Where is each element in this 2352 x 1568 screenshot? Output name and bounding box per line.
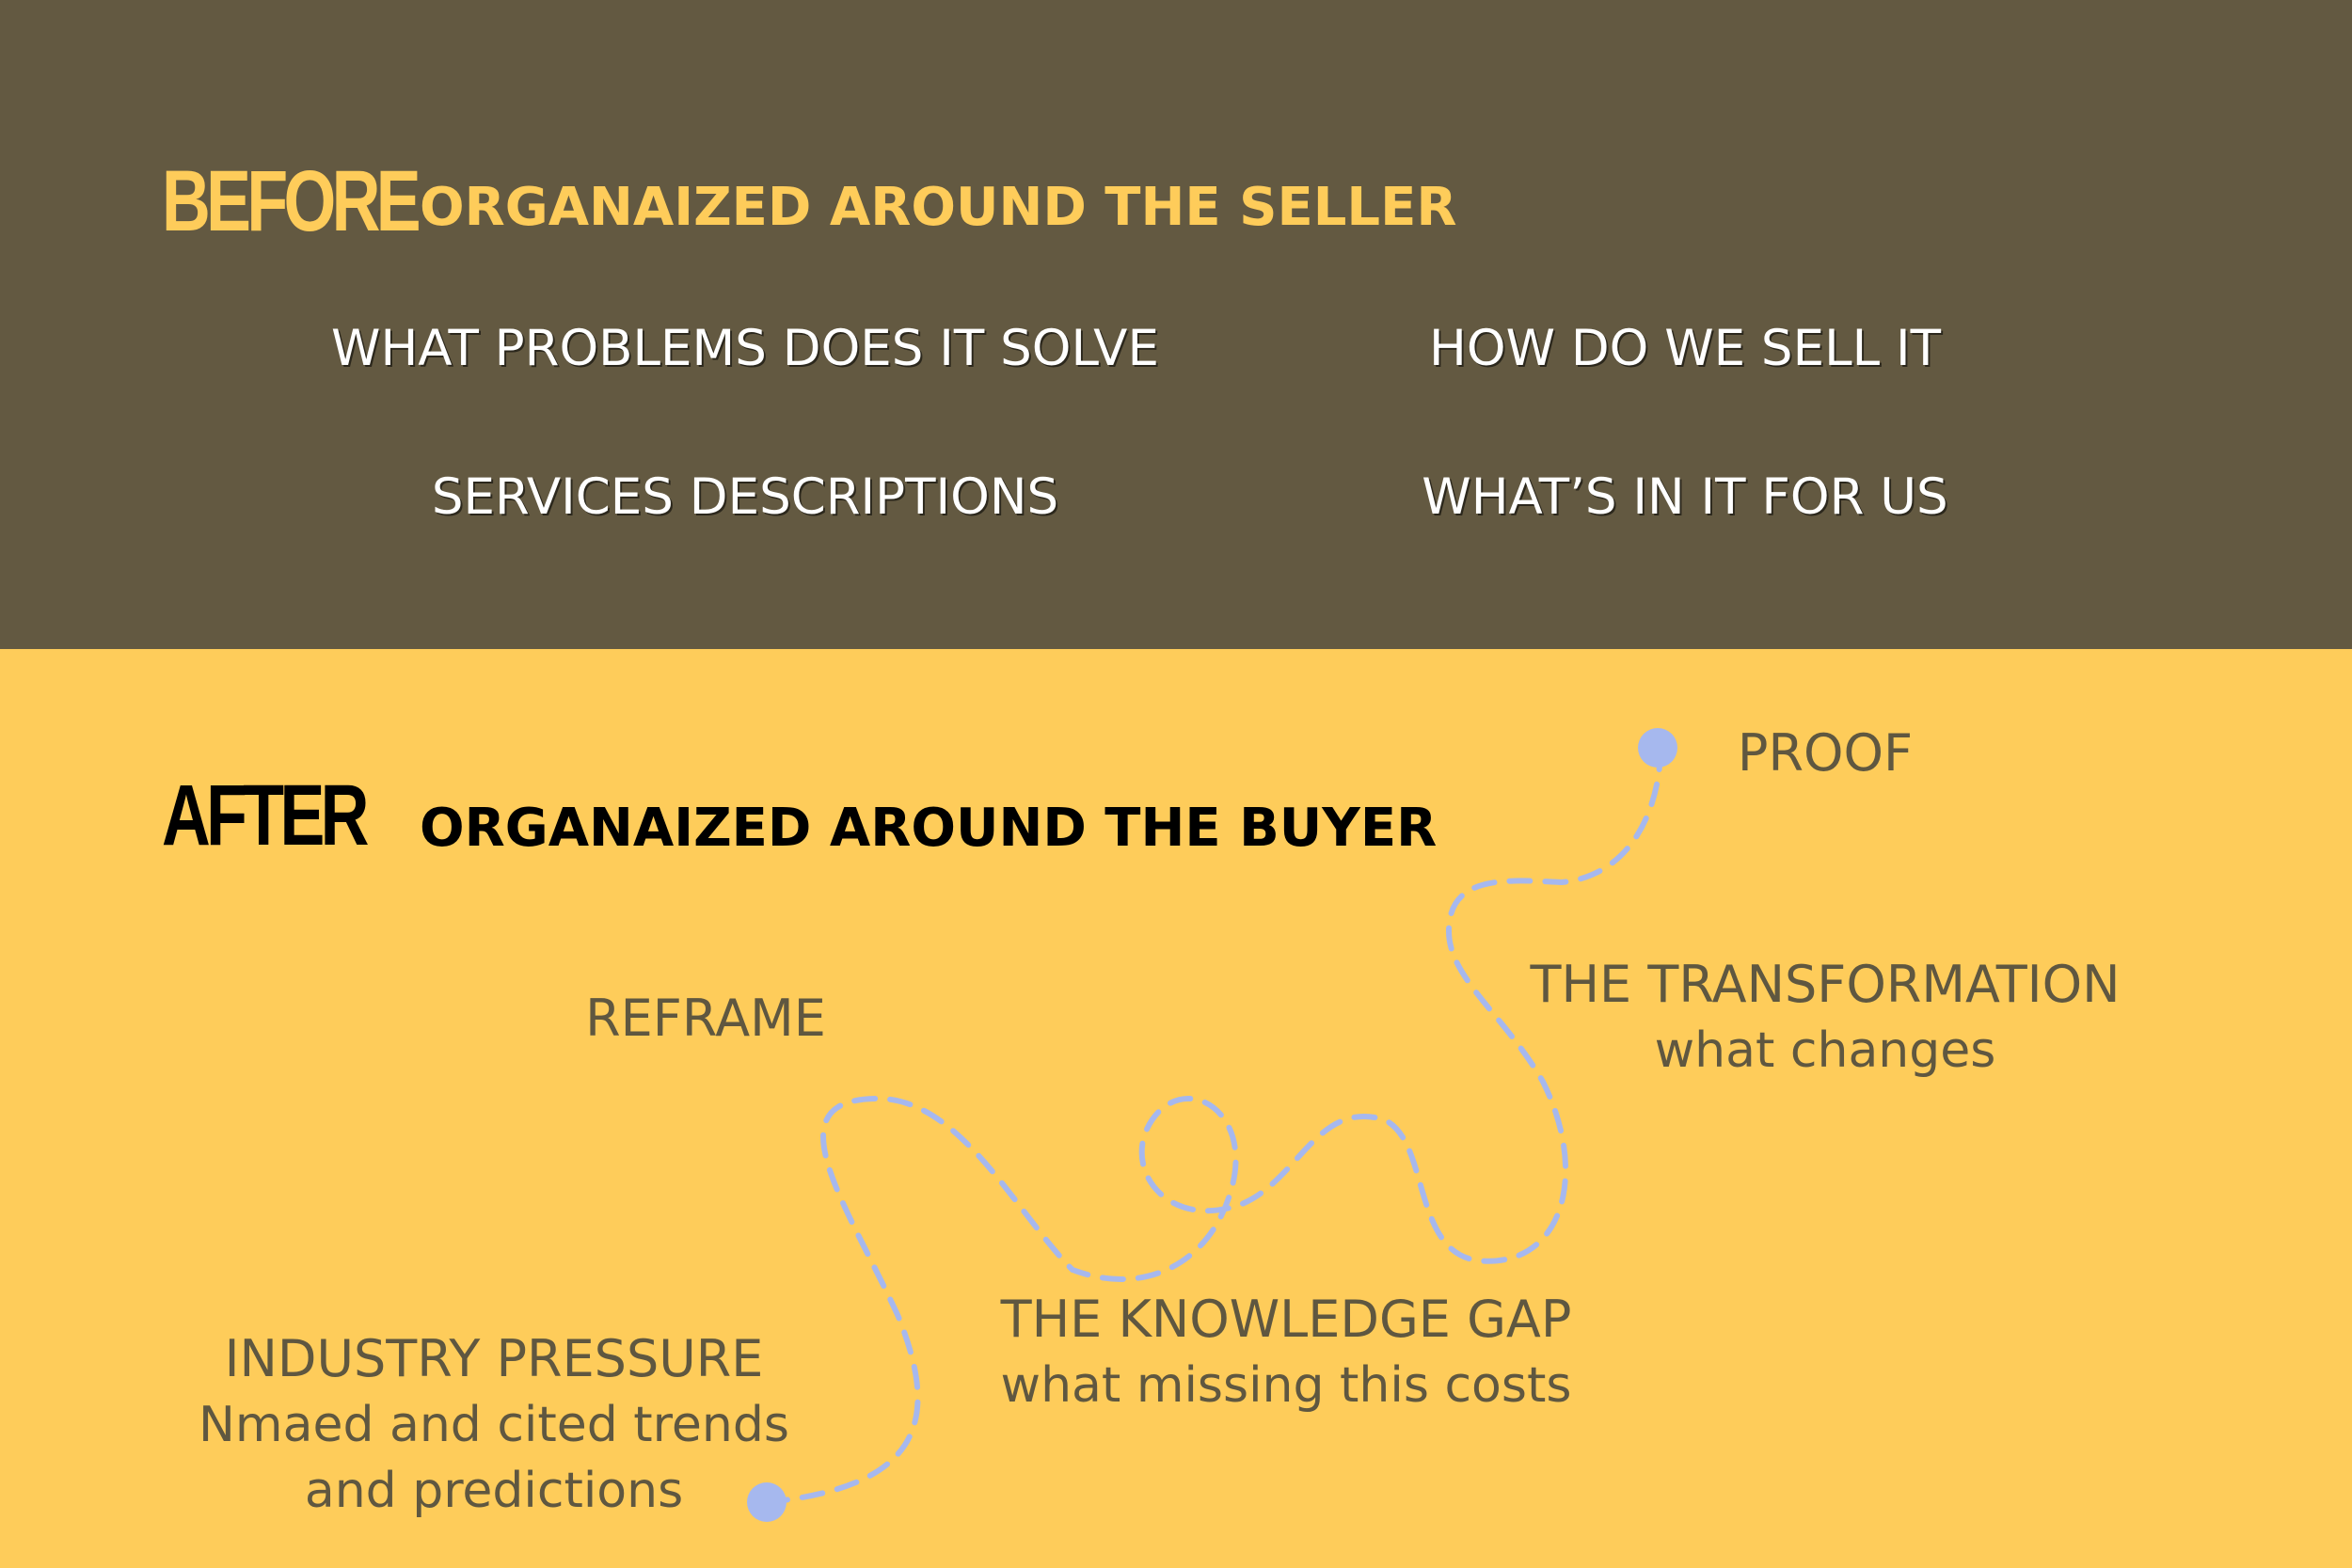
step-transformation-sub: what changes bbox=[1654, 1022, 1996, 1079]
step-industry-pressure-sub2: and predictions bbox=[304, 1463, 684, 1519]
after-headline: ORGANAIZED AROUND THE BUYER bbox=[420, 798, 1438, 859]
before-headline: ORGANAIZED AROUND THE SELLER bbox=[420, 177, 1457, 238]
before-item-for-us: WHAT’S IN IT FOR US bbox=[1422, 468, 1948, 526]
before-item-problems: WHAT PROBLEMS DOES IT SOLVE bbox=[331, 320, 1159, 377]
after-section bbox=[0, 649, 2352, 1568]
step-industry-pressure: INDUSTRY PRESSURE Nmaed and cited trends… bbox=[179, 1326, 809, 1524]
step-knowledge-gap-sub: what missing this costs bbox=[1000, 1357, 1572, 1414]
step-proof: PROOF bbox=[1712, 721, 1938, 786]
step-reframe-title: REFRAME bbox=[585, 989, 826, 1048]
journey-start-dot bbox=[747, 1482, 787, 1522]
step-reframe: REFRAME bbox=[555, 986, 856, 1052]
step-knowledge-gap-title: THE KNOWLEDGE GAP bbox=[1000, 1290, 1572, 1349]
step-transformation: THE TRANSFORMATION what changes bbox=[1486, 952, 2164, 1084]
step-knowledge-gap: THE KNOWLEDGE GAP what missing this cost… bbox=[961, 1287, 1611, 1418]
journey-dashed-line bbox=[764, 745, 1663, 1505]
step-industry-pressure-sub: Nmaed and cited trends bbox=[199, 1397, 789, 1453]
step-transformation-title: THE TRANSFORMATION bbox=[1530, 955, 2121, 1014]
step-proof-title: PROOF bbox=[1737, 723, 1914, 783]
before-item-services: SERVICES DESCRIPTIONS bbox=[431, 468, 1059, 526]
step-industry-pressure-title: INDUSTRY PRESSURE bbox=[224, 1329, 764, 1388]
before-badge: BEFORE bbox=[162, 153, 421, 249]
after-badge: AFTER bbox=[162, 768, 369, 863]
before-section: BEFORE ORGANAIZED AROUND THE SELLER WHAT… bbox=[0, 0, 2352, 649]
journey-end-dot bbox=[1638, 728, 1677, 768]
before-item-sell: HOW DO WE SELL IT bbox=[1429, 320, 1941, 377]
